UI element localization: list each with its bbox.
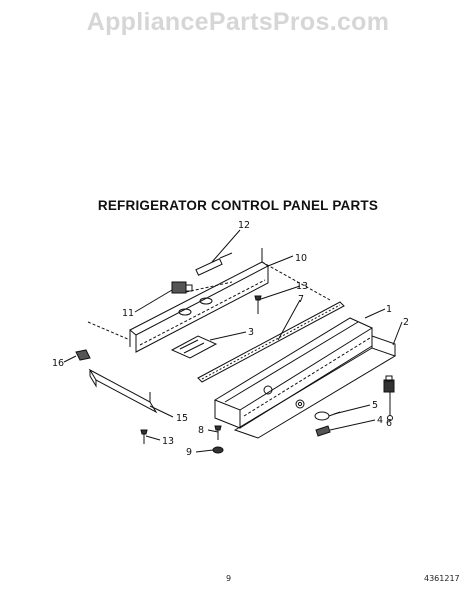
callout-8: 8 (198, 425, 204, 436)
callout-6: 6 (386, 418, 392, 429)
callout-16: 16 (52, 358, 64, 369)
part-clip (75, 349, 91, 361)
assembly-guide-lines (87, 261, 331, 341)
callout-7: 7 (298, 294, 304, 305)
callout-10: 10 (295, 253, 307, 264)
part-label-plate (170, 335, 218, 359)
part-switch-clip (315, 425, 331, 437)
callout-labels: 12 10 11 13 7 3 1 2 16 15 8 13 9 5 4 6 (52, 220, 409, 458)
callout-3: 3 (248, 327, 254, 338)
callout-13-upper: 13 (296, 281, 308, 292)
part-thermostat (195, 252, 233, 276)
part-screw-13-lower (140, 429, 148, 444)
callout-leaders (63, 229, 403, 453)
callout-12: 12 (238, 220, 250, 231)
watermark-text: AppliancePartsPros.com (86, 8, 390, 36)
callout-2: 2 (403, 317, 409, 328)
diagram-title: REFRIGERATOR CONTROL PANEL PARTS (97, 198, 379, 213)
part-light-switch (383, 375, 395, 393)
callout-13-lower: 13 (162, 436, 174, 447)
page-number: 9 (226, 574, 232, 583)
callout-4: 4 (377, 415, 383, 426)
callout-5: 5 (372, 400, 378, 411)
part-screw-13-upper (254, 295, 262, 314)
callout-15: 15 (176, 413, 188, 424)
callout-9: 9 (186, 447, 192, 458)
part-lower-trim (88, 368, 158, 414)
part-control-housing (213, 317, 374, 429)
part-knob (171, 281, 193, 294)
part-screw-8 (214, 425, 222, 440)
callout-11: 11 (122, 308, 134, 319)
part-front-panel (233, 335, 397, 439)
part-washer-9 (212, 446, 224, 454)
document-number: 4361217 (424, 574, 460, 583)
callout-1: 1 (386, 304, 392, 315)
part-strip (197, 301, 345, 383)
